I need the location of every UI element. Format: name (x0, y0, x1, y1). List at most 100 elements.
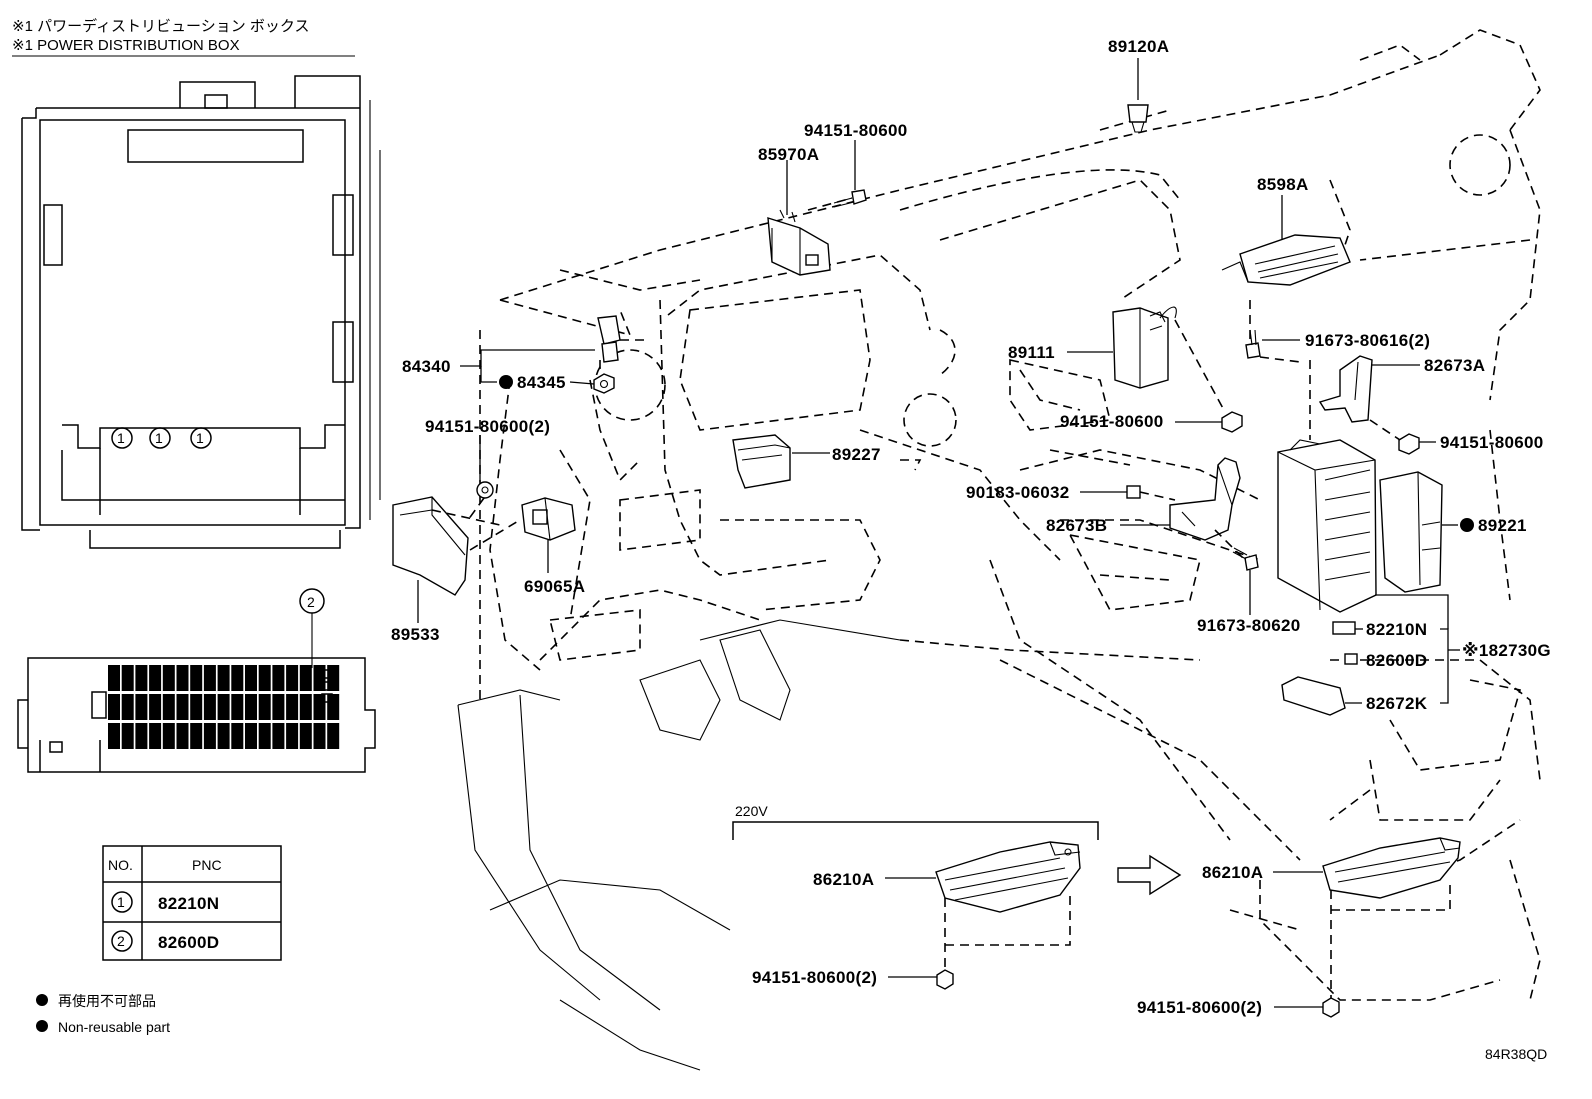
part-90183-06032-clip (1126, 485, 1141, 499)
label-91673-80616-2: 91673-80616(2) (1305, 331, 1430, 350)
fuse-slot (299, 723, 312, 749)
part-85970A-relay (767, 209, 831, 276)
box-marker-1b: 1 (155, 430, 163, 446)
label-94151-80600-mid: 94151-80600 (1060, 412, 1164, 431)
fuse-slot (327, 665, 340, 691)
fuse-slot (272, 665, 285, 691)
part-labels: 89120A 94151-80600 85970A 8598A 84340 84… (391, 37, 1551, 1062)
fuse-slot (176, 723, 189, 749)
label-82673B: 82673B (1046, 516, 1107, 535)
box-marker-1a: 1 (117, 430, 125, 446)
variant-220V-bracket: 220V (732, 803, 1099, 840)
fuse-slot (327, 723, 340, 749)
label-94151-80600-2-bottom-right: 94151-80600(2) (1137, 998, 1262, 1017)
label-94151-80600-2-left: 94151-80600(2) (425, 417, 550, 436)
table-header-pnc: PNC (192, 857, 222, 873)
label-8598A: 8598A (1257, 175, 1309, 194)
label-69065A: 69065A (524, 577, 585, 596)
fuse-slot (217, 665, 230, 691)
label-94151-80600-2-bottom-left: 94151-80600(2) (752, 968, 877, 987)
fuse-slot (299, 694, 312, 720)
part-82673B-bracket (1169, 457, 1241, 541)
part-89120A-clip (1127, 104, 1149, 133)
label-82672K: 82672K (1366, 694, 1428, 713)
fuse-slot (135, 723, 148, 749)
non-reusable-dot-icon (36, 1020, 48, 1032)
label-89120A: 89120A (1108, 37, 1169, 56)
fuse-slot (135, 665, 148, 691)
label-85970A: 85970A (758, 145, 819, 164)
table-row-2-pnc: 82600D (158, 933, 219, 952)
table-header-no: NO. (108, 857, 133, 873)
box-marker-2: 2 (307, 594, 315, 610)
label-94151-80600-top: 94151-80600 (804, 121, 908, 140)
part-86210A-left (935, 841, 1081, 913)
fuse-slot (149, 665, 162, 691)
label-91673-80620: 91673-80620 (1197, 616, 1301, 635)
non-reusable-dot-icon (499, 375, 513, 389)
label-220V: 220V (735, 803, 768, 819)
label-90183-06032: 90183-06032 (966, 483, 1070, 502)
fuse-slot (272, 723, 285, 749)
bolt-91673-80620 (1232, 547, 1259, 571)
label-89221: 89221 (1478, 516, 1527, 535)
non-reusable-dot-icon (36, 994, 48, 1006)
fuse-slot (203, 665, 216, 691)
fuse-slot (327, 694, 340, 720)
pnc-table: NO. PNC 1 82210N 2 82600D (102, 845, 282, 961)
fuse-slot (217, 723, 230, 749)
part-84340-switch (597, 315, 621, 363)
fuse-slot (190, 665, 203, 691)
label-82210N: 82210N (1366, 620, 1427, 639)
assembly-lines (431, 197, 1451, 998)
bolt-94151-80600-top (833, 189, 867, 208)
fuse-slot (149, 694, 162, 720)
fuse-slot (217, 694, 230, 720)
table-row-2-no: 2 (117, 933, 125, 949)
fuse-slot (190, 694, 203, 720)
fuse-slot (272, 694, 285, 720)
part-82210N-fuse (1332, 621, 1356, 635)
fuse-slot (245, 694, 257, 720)
fuse-slot (135, 694, 148, 720)
nut-94151-80600-bottom-left (936, 969, 954, 990)
fuse-slot (149, 723, 162, 749)
part-89533-ecu (392, 496, 469, 596)
diagram-code: 84R38QD (1485, 1046, 1547, 1062)
fuse-slot (258, 694, 271, 720)
fuse-slot (313, 694, 326, 720)
part-82730G-junction-block (1277, 439, 1377, 613)
fuse-slot (286, 723, 299, 749)
fuse-slot (121, 694, 134, 720)
nut-94151-80600-right (1398, 433, 1420, 455)
label-82600D: 82600D (1366, 651, 1427, 670)
fuse-slot (190, 723, 203, 749)
nut-94151-80600-bottom-right (1322, 997, 1340, 1018)
table-row-1-no: 1 (117, 894, 125, 910)
floor-outline (457, 619, 901, 1071)
part-89227-module (732, 434, 791, 489)
label-89227: 89227 (832, 445, 881, 464)
fuse-slot (299, 665, 312, 691)
fuse-slot (162, 694, 175, 720)
part-84345-nut (593, 373, 615, 394)
dashboard-outline (479, 29, 1541, 1001)
fuse-slot (121, 723, 134, 749)
fuse-slot (108, 723, 120, 749)
fuse-slot (313, 723, 326, 749)
label-84340: 84340 (402, 357, 451, 376)
bolt-91673-80616 (1245, 329, 1261, 359)
label-89533: 89533 (391, 625, 440, 644)
label-89111: 89111 (1008, 343, 1055, 362)
fuse-slot (108, 694, 120, 720)
arrow-right-icon (1117, 854, 1182, 896)
fuse-slot (203, 723, 216, 749)
table-row-1-pnc: 82210N (158, 894, 219, 913)
non-reusable-dot-icon (1460, 518, 1474, 532)
fuse-slot (162, 723, 175, 749)
label-86210A-left: 86210A (813, 870, 874, 889)
part-8598A-light (1221, 234, 1351, 286)
label-86210A-right: 86210A (1202, 863, 1263, 882)
fuse-slot (231, 723, 244, 749)
